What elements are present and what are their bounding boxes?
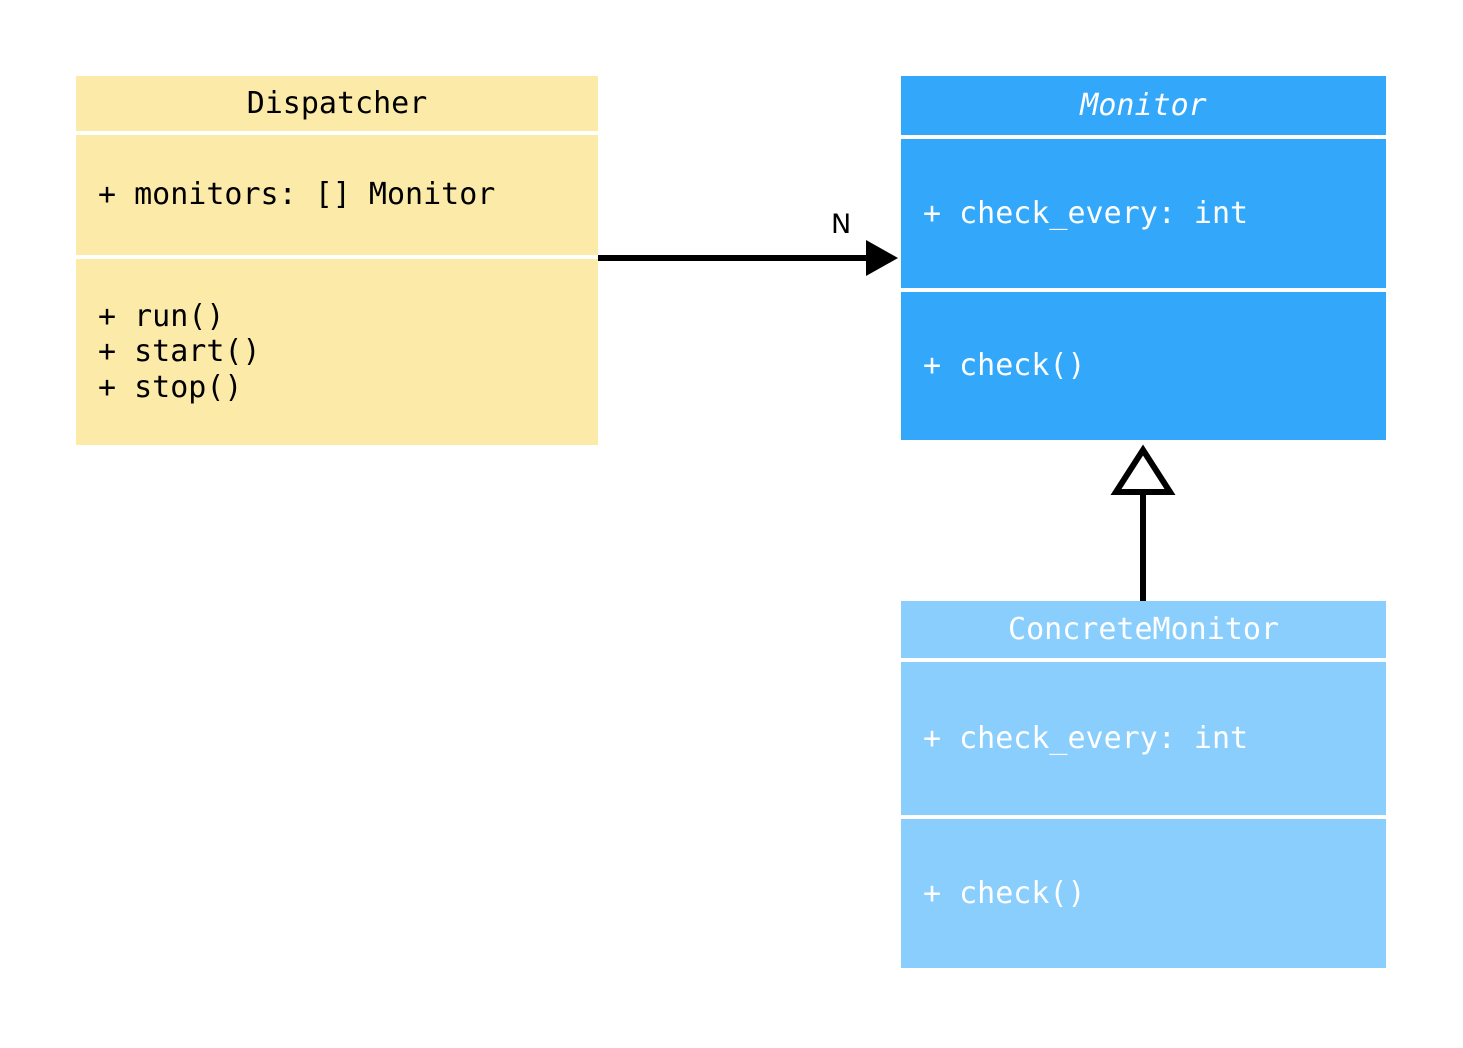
compartment-divider	[901, 288, 1386, 292]
attribute-row: + check_every: int	[923, 195, 1249, 231]
methods-compartment-concrete-monitor: + check()	[901, 819, 1386, 968]
association-dispatcher-to-monitor	[598, 240, 898, 276]
attributes-compartment-dispatcher: + monitors: [] Monitor	[76, 135, 598, 255]
method-row: + run()	[98, 298, 225, 334]
compartment-divider	[76, 131, 598, 135]
compartment-divider	[901, 658, 1386, 662]
class-box-monitor[interactable]: Monitor + check_every: int + check()	[901, 76, 1386, 440]
attributes-compartment-monitor: + check_every: int	[901, 139, 1386, 288]
method-row: + start()	[98, 334, 261, 370]
class-name-dispatcher: Dispatcher	[76, 76, 598, 131]
methods-compartment-monitor: + check()	[901, 292, 1386, 440]
method-row: + stop()	[98, 369, 243, 405]
compartment-divider	[901, 135, 1386, 139]
class-box-concrete-monitor[interactable]: ConcreteMonitor + check_every: int + che…	[901, 601, 1386, 968]
attributes-compartment-concrete-monitor: + check_every: int	[901, 662, 1386, 815]
generalization-concrete-monitor-to-monitor	[1110, 444, 1176, 601]
compartment-divider	[901, 815, 1386, 819]
generalization-arrowhead-icon	[1110, 444, 1176, 495]
class-box-dispatcher[interactable]: Dispatcher + monitors: [] Monitor + run(…	[76, 76, 598, 445]
method-row: + check()	[923, 875, 1086, 911]
attribute-row: + monitors: [] Monitor	[98, 177, 496, 213]
class-name-monitor: Monitor	[901, 76, 1386, 135]
compartment-divider	[76, 255, 598, 259]
class-name-concrete-monitor: ConcreteMonitor	[901, 601, 1386, 658]
methods-compartment-dispatcher: + run() + start() + stop()	[76, 259, 598, 445]
association-multiplicity-label: N	[831, 209, 852, 240]
association-arrowhead-icon	[866, 240, 898, 276]
method-row: + check()	[923, 348, 1086, 384]
attribute-row: + check_every: int	[923, 720, 1249, 756]
